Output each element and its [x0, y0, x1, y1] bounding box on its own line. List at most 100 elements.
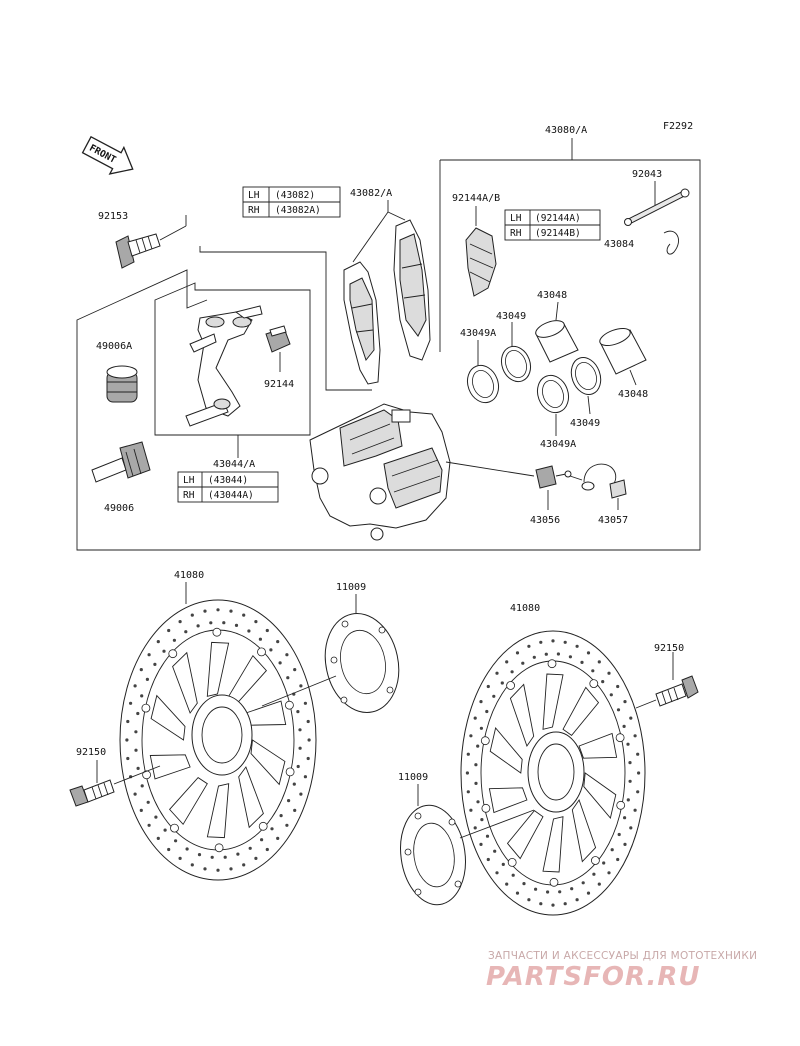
drilled-hole [476, 800, 480, 804]
drilled-hole [479, 842, 483, 847]
drilled-hole [146, 800, 150, 804]
drilled-hole [617, 832, 621, 837]
label-seal-upper: 43049 [496, 311, 526, 322]
bleed-valve [535, 465, 572, 489]
drilled-hole [197, 853, 202, 857]
drilled-hole [485, 834, 490, 838]
drilled-hole [522, 882, 526, 886]
drilled-hole [500, 681, 504, 685]
label-seal-a-bottom: 43049A [540, 439, 576, 450]
figure-code: F2292 [663, 121, 693, 132]
label-dust-boot-a: 49006A [96, 341, 132, 352]
label-pad: 43082/A [350, 188, 392, 199]
variant-table-shim: LH (92144A) RH (92144B) [504, 209, 601, 241]
drilled-hole [190, 863, 194, 867]
drilled-hole [539, 902, 543, 906]
drilled-hole [196, 624, 200, 628]
drilled-hole [136, 711, 140, 716]
variant-table-pad: LH (43082) RH (43082A) [242, 186, 341, 218]
drilled-hole [133, 684, 137, 688]
drilled-hole [597, 882, 601, 886]
disc-rivet [549, 877, 559, 887]
disc-spoke-cutout [206, 783, 230, 839]
drilled-hole [609, 693, 613, 697]
disc-rivet [170, 823, 179, 833]
drilled-hole [616, 684, 620, 689]
disc-spoke-cutout [168, 777, 208, 826]
drilled-hole [140, 694, 144, 698]
drilled-hole [474, 781, 478, 786]
drilled-hole [276, 640, 280, 644]
drilled-hole [178, 856, 182, 861]
label-pin-clip: 43084 [604, 239, 634, 250]
label-disc-left: 41080 [174, 570, 204, 581]
drilled-hole [479, 726, 483, 730]
drilled-hole [209, 621, 213, 625]
label-shim: 92144A/B [452, 193, 500, 204]
drilled-hole [265, 847, 269, 852]
drilled-hole [203, 609, 207, 613]
watermark-tagline: ЗАПЧАСТИ И АКСЕССУАРЫ ДЛЯ МОТОТЕХНИКИ [488, 950, 758, 962]
drilled-hole [129, 701, 133, 705]
drilled-hole [493, 849, 497, 853]
drilled-hole [616, 857, 620, 862]
drilled-hole [563, 902, 567, 906]
drilled-hole [511, 873, 515, 877]
disc-spoke-cutout [542, 816, 564, 873]
drilled-hole [510, 670, 514, 674]
drilled-hole [134, 730, 138, 734]
label-disc-shim-upper: 11009 [336, 582, 366, 593]
label-dust-boot: 49006 [104, 503, 134, 514]
pin-clip [663, 230, 679, 255]
drilled-hole [156, 836, 160, 841]
drilled-hole [556, 652, 561, 656]
drilled-hole [178, 620, 182, 624]
drilled-hole [247, 629, 251, 633]
label-bleed-cap: 43057 [598, 515, 628, 526]
drilled-hole [575, 898, 579, 902]
drilled-hole [216, 608, 220, 612]
drilled-hole [172, 638, 176, 642]
drilled-hole [223, 855, 227, 859]
disc-rivet [589, 679, 599, 688]
drilled-hole [515, 891, 520, 895]
label-bleed-valve: 43056 [530, 515, 560, 526]
drilled-hole [216, 868, 220, 872]
drilled-hole [254, 856, 258, 861]
drilled-hole [285, 823, 289, 827]
caliper-outline-box [76, 159, 701, 551]
drilled-hole [563, 640, 567, 644]
drilled-hole [480, 818, 484, 822]
disc-spoke-cutout [206, 641, 230, 697]
drilled-hole [306, 719, 310, 724]
drilled-hole [153, 662, 157, 667]
drilled-hole [473, 716, 477, 720]
drilled-hole [581, 881, 585, 885]
disc-spoke-cutout [150, 694, 186, 741]
drilled-hole [505, 660, 509, 664]
drilled-hole [591, 669, 595, 673]
variant-table-bracket: LH (43044) RH (43044A) [177, 471, 279, 503]
drilled-hole [270, 827, 274, 831]
disc-spoke-cutout [238, 766, 264, 829]
drilled-hole [539, 640, 543, 644]
label-mounting-bolt-top: 92153 [98, 211, 128, 222]
disc-spoke-cutout [583, 772, 617, 819]
disc-spoke-cutout [571, 799, 597, 863]
disc-rivet [616, 800, 626, 810]
disc-rivet [284, 700, 294, 710]
drilled-hole [479, 700, 483, 704]
label-caliper-assembly: 43080/A [545, 125, 587, 136]
drilled-hole [633, 734, 637, 738]
drilled-hole [570, 887, 574, 891]
svg-text:RH: RH [248, 205, 260, 216]
drilled-hole [139, 808, 143, 813]
pad-shim [465, 227, 497, 297]
drilled-hole [307, 738, 311, 742]
drilled-hole [276, 836, 280, 841]
drilled-hole [242, 863, 246, 867]
drilled-hole [167, 628, 171, 633]
drilled-hole [636, 790, 640, 794]
disc-bolt-right [655, 675, 699, 707]
drilled-hole [492, 694, 496, 698]
